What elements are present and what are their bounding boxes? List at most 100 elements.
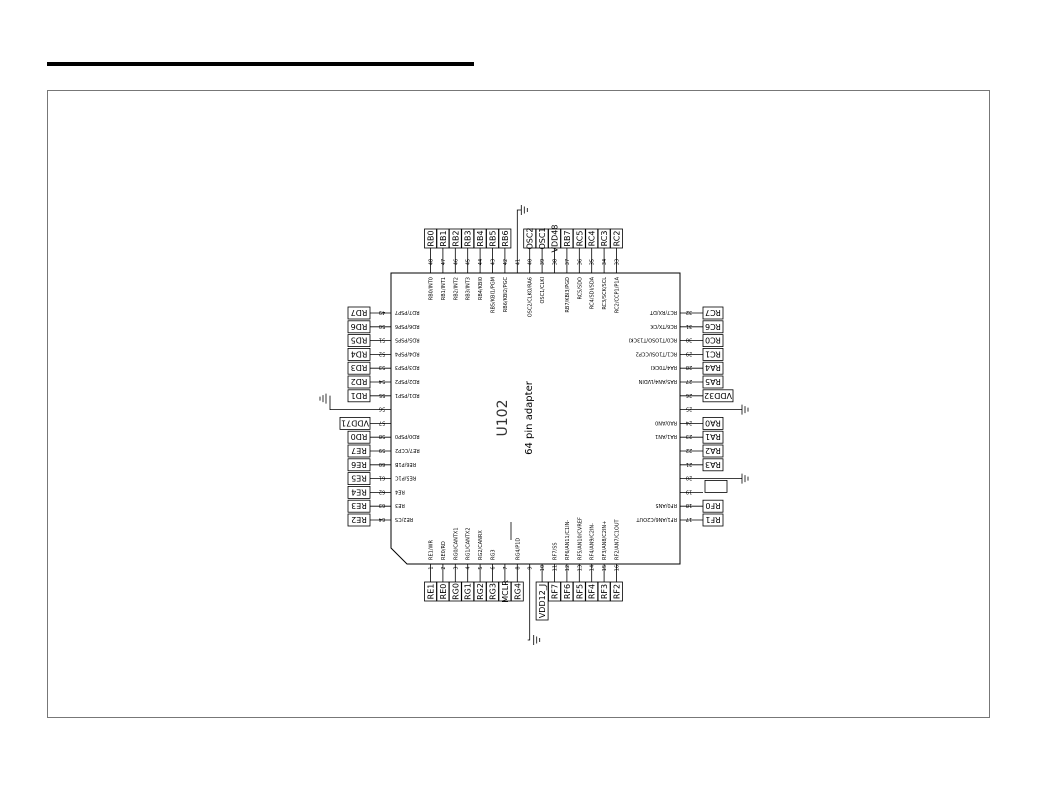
net-label-box <box>610 581 623 602</box>
net-label: RD7 <box>351 308 368 317</box>
pin-function-label: RC3/SCK/SCL <box>602 277 608 310</box>
net-label-box <box>510 581 524 602</box>
left-pin: 56 <box>370 406 391 412</box>
net-label: VDD12_J <box>538 584 547 618</box>
pin-function-label: RE6/P1B <box>394 461 416 467</box>
pin-function-label: RE5/P1C <box>394 475 416 481</box>
pin-function-label: RF3/AN8/C2IN+ <box>602 521 608 560</box>
pin-function-label: RF6/AN11/C1IN- <box>565 520 571 560</box>
schematic-frame <box>47 90 990 718</box>
net-label: RD5 <box>351 336 368 345</box>
ground-symbol <box>520 205 528 215</box>
pin-function-label: RB2/INT2 <box>453 277 459 300</box>
bottom-pin: VDD12_J10 <box>535 564 549 621</box>
pin-number: 29 <box>686 350 692 356</box>
net-label: RC4 <box>588 231 597 247</box>
pin-number: 3 <box>453 566 459 569</box>
net-label-box <box>347 320 371 334</box>
pin-number: 44 <box>478 259 484 265</box>
net-label-box <box>347 375 371 389</box>
pin-function-label: RF0/AN5 <box>655 502 677 508</box>
net-label: RD1 <box>351 391 368 400</box>
ground-symbol <box>741 404 749 415</box>
pin-function-label: RC0/T1OSO/T13CKI <box>629 337 677 343</box>
net-label-box <box>535 581 549 621</box>
pin-number: 48 <box>429 259 435 265</box>
pin-function-label: RB1/INT1 <box>441 277 447 300</box>
net-label: RC2 <box>613 231 622 247</box>
net-label-box <box>347 472 371 486</box>
pin-function-label: RG4/P1D <box>515 538 521 560</box>
ground-symbol <box>741 473 749 484</box>
net-label-box <box>448 581 462 602</box>
pin-number: 27 <box>686 378 692 384</box>
pin-function-label: RA4/T0CKI <box>651 364 677 370</box>
net-label: RC3 <box>600 231 609 247</box>
top-pin: 41 <box>515 248 521 273</box>
pin-function-label: RG2/CANRX <box>478 530 484 560</box>
pin-function-label: RC6/TX/CK <box>650 323 677 329</box>
pin-number: 19 <box>686 488 692 494</box>
net-label-box <box>702 389 734 403</box>
pin-number: 36 <box>577 259 583 265</box>
net-label: OSC1 <box>538 227 547 249</box>
net-label-box <box>347 458 371 472</box>
net-label-box <box>572 581 586 602</box>
net-label: RC7 <box>705 308 721 317</box>
net-label-box <box>702 320 724 334</box>
pin-number: 41 <box>515 259 521 265</box>
net-label: MCLR <box>501 580 510 603</box>
pin-number: 57 <box>379 419 385 425</box>
pin-number: 52 <box>379 350 385 356</box>
pin-function-label: RF2/AN7/C1OUT <box>615 518 621 560</box>
pin-function-label: RB0/INT0 <box>429 277 435 300</box>
pin-function-label: RF5/AN10/CVREF <box>577 517 583 560</box>
net-label-box <box>347 389 371 403</box>
right-pin: 25 <box>680 406 703 412</box>
net-label: RB6 <box>501 230 510 246</box>
net-label-box <box>597 581 611 602</box>
pin-function-label: RD3/PSP3 <box>395 364 420 370</box>
pin-number: 63 <box>379 502 385 508</box>
empty-net-box <box>704 479 728 493</box>
chip-value: 64 pin adapter <box>524 380 535 455</box>
pin-number: 51 <box>379 337 385 343</box>
net-label: RA4 <box>705 363 721 372</box>
pin-function-label: RC5/SDO <box>577 277 583 300</box>
net-label: RA0 <box>705 418 721 427</box>
net-label: RF1 <box>705 515 720 524</box>
pin-number: 37 <box>565 259 571 265</box>
pin-function-label: RC1/T1OSI/CCP2 <box>636 350 677 356</box>
net-label-box <box>347 499 371 513</box>
pin-number: 62 <box>379 488 385 494</box>
pin-function-label: RC2/CCP1/P1A <box>615 276 621 313</box>
pin-function-label: RF7/SS <box>553 542 559 560</box>
pin-number: 1 <box>429 566 435 569</box>
pin-number: 53 <box>379 364 385 370</box>
net-label-box <box>347 347 371 361</box>
